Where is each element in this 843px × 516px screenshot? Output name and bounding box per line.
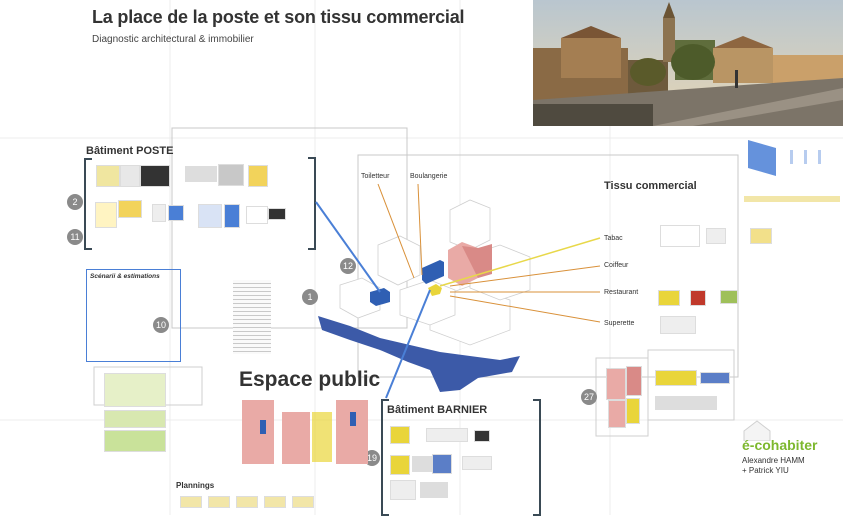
section-scenarii: Scénarii & estimations — [90, 273, 160, 280]
step-1-badge[interactable]: 1 — [302, 289, 318, 305]
logo-brand: é-cohabiter — [742, 437, 818, 453]
logo-author-1: Alexandre HAMM — [742, 456, 805, 465]
barnier-bracket-left — [381, 399, 389, 516]
village-photo — [533, 0, 843, 126]
ecohabiter-logo: é-cohabiter Alexandre HAMM + Patrick YIU — [742, 419, 842, 479]
step-27-badge[interactable]: 27 — [581, 389, 597, 405]
label-toiletteur[interactable]: Toiletteur — [361, 173, 390, 180]
step-10-badge[interactable]: 10 — [153, 317, 169, 333]
page-title: La place de la poste et son tissu commer… — [92, 7, 465, 27]
section-batiment-barnier[interactable]: Bâtiment BARNIER — [387, 404, 488, 416]
label-superette[interactable]: Superette — [604, 320, 635, 327]
text-list-block — [233, 280, 271, 354]
step-11-badge[interactable]: 11 — [67, 229, 83, 245]
poste-bracket-right — [308, 157, 316, 250]
barnier-bracket-right — [533, 399, 541, 516]
step-2-badge[interactable]: 2 — [67, 194, 83, 210]
label-boulangerie[interactable]: Boulangerie — [410, 173, 448, 180]
section-espace-public[interactable]: Espace public — [239, 368, 381, 391]
logo-author-2: + Patrick YIU — [742, 466, 789, 475]
label-restaurant[interactable]: Restaurant — [604, 289, 639, 296]
section-plannings[interactable]: Plannings — [176, 481, 215, 490]
label-tabac[interactable]: Tabac — [604, 235, 623, 242]
section-batiment-poste[interactable]: Bâtiment POSTE — [86, 145, 174, 157]
section-tissu-commercial[interactable]: Tissu commercial — [604, 180, 697, 192]
house-logo-icon — [743, 420, 771, 441]
page-subtitle: Diagnostic architectural & immobilier — [92, 34, 254, 45]
step-19-badge[interactable]: 19 — [364, 450, 380, 466]
poste-bracket-left — [84, 158, 92, 250]
scenarii-frame[interactable] — [86, 269, 181, 362]
label-coiffeur[interactable]: Coiffeur — [604, 262, 629, 269]
step-12-badge[interactable]: 12 — [340, 258, 356, 274]
